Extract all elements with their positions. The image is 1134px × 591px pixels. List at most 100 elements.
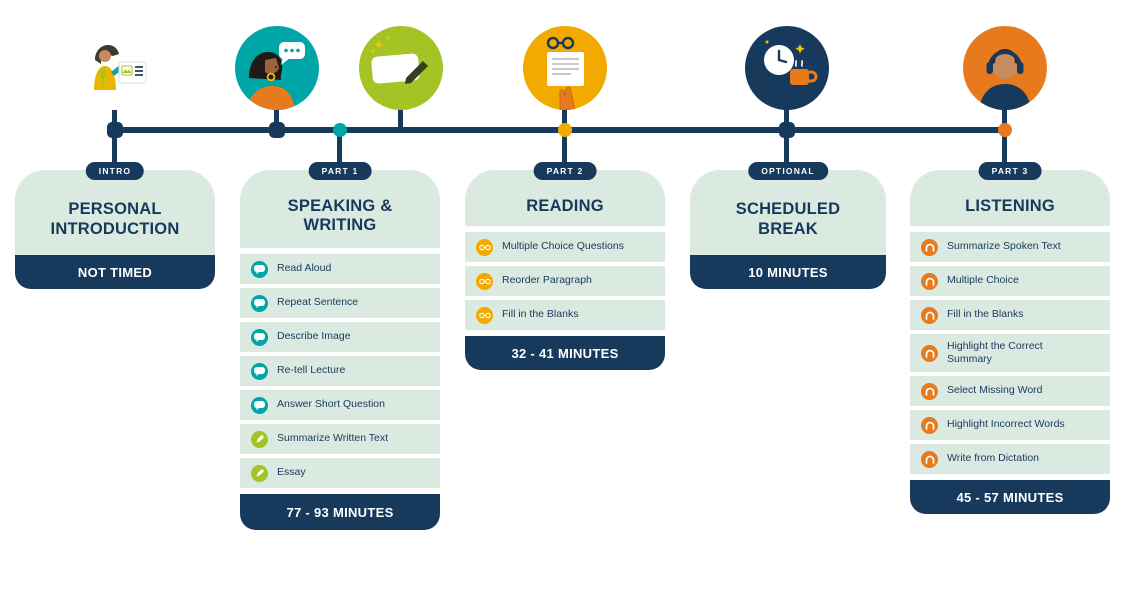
list-item: Read Aloud bbox=[240, 254, 440, 284]
list-item: Highlight Incorrect Words bbox=[910, 410, 1110, 440]
card-title: READING bbox=[526, 197, 604, 216]
card-title: LISTENING bbox=[965, 197, 1055, 216]
headphones-icon bbox=[921, 344, 938, 362]
list-item: Reorder Paragraph bbox=[465, 266, 665, 296]
list-item-label: Fill in the Blanks bbox=[502, 308, 579, 321]
headphones-icon bbox=[921, 272, 938, 290]
list-item: Multiple Choice Questions bbox=[465, 232, 665, 262]
list-item-label: Essay bbox=[277, 466, 306, 479]
duration-bar: NOT TIMED bbox=[15, 255, 215, 289]
timeline-node bbox=[779, 122, 795, 138]
reading-icon bbox=[523, 26, 607, 110]
part-badge: PART 1 bbox=[308, 162, 372, 180]
card-reading: PART 2 READING Multiple Choice Questions… bbox=[465, 162, 665, 370]
glasses-icon bbox=[476, 306, 493, 324]
list-item-label: Highlight Incorrect Words bbox=[947, 418, 1065, 431]
list-item: Describe Image bbox=[240, 322, 440, 352]
timeline-connector bbox=[112, 130, 117, 174]
writing-icon bbox=[359, 26, 443, 110]
list-item-label: Highlight the Correct Summary bbox=[947, 339, 1043, 365]
headphones-icon bbox=[921, 306, 938, 324]
timeline-stem bbox=[784, 103, 789, 131]
duration-bar: 77 - 93 MINUTES bbox=[240, 494, 440, 530]
speech-bubble-icon bbox=[251, 294, 268, 312]
speech-bubble-icon bbox=[251, 328, 268, 346]
part-badge: PART 3 bbox=[978, 162, 1042, 180]
headphones-icon bbox=[921, 382, 938, 400]
card-break: OPTIONAL SCHEDULED BREAK 10 MINUTES bbox=[690, 162, 886, 289]
list-item-label: Reorder Paragraph bbox=[502, 274, 592, 287]
timeline-stem bbox=[398, 103, 403, 131]
timeline-connector bbox=[784, 130, 789, 174]
pencil-icon bbox=[251, 464, 268, 482]
task-list: Multiple Choice Questions Reorder Paragr… bbox=[465, 232, 665, 330]
part-badge: INTRO bbox=[85, 162, 145, 180]
card-header: PERSONAL INTRODUCTION bbox=[15, 170, 215, 255]
list-item-label: Summarize Written Text bbox=[277, 432, 389, 445]
list-item: Summarize Written Text bbox=[240, 424, 440, 454]
list-item: Fill in the Blanks bbox=[465, 300, 665, 330]
card-header: LISTENING bbox=[910, 170, 1110, 226]
speaking-icon bbox=[235, 26, 319, 110]
list-item: Multiple Choice bbox=[910, 266, 1110, 296]
list-item-label: Describe Image bbox=[277, 330, 351, 343]
timeline-node bbox=[107, 122, 123, 138]
speech-bubble-icon bbox=[251, 396, 268, 414]
list-item: Summarize Spoken Text bbox=[910, 232, 1110, 262]
timeline-stem bbox=[274, 103, 279, 131]
duration-bar: 10 MINUTES bbox=[690, 255, 886, 289]
part-badge: PART 2 bbox=[533, 162, 597, 180]
list-item-label: Answer Short Question bbox=[277, 398, 385, 411]
timeline-dot-teal bbox=[333, 123, 347, 137]
list-item: Write from Dictation bbox=[910, 444, 1110, 474]
list-item-label: Re-tell Lecture bbox=[277, 364, 346, 377]
duration-bar: 32 - 41 MINUTES bbox=[465, 336, 665, 370]
list-item: Repeat Sentence bbox=[240, 288, 440, 318]
list-item-label: Summarize Spoken Text bbox=[947, 240, 1061, 253]
break-icon bbox=[745, 26, 829, 110]
list-item-label: Multiple Choice bbox=[947, 274, 1019, 287]
list-item: Select Missing Word bbox=[910, 376, 1110, 406]
timeline-stem bbox=[1002, 103, 1007, 131]
card-title: SCHEDULED BREAK bbox=[735, 200, 841, 238]
list-item-label: Fill in the Blanks bbox=[947, 308, 1024, 321]
timeline-node bbox=[269, 122, 285, 138]
list-item-label: Repeat Sentence bbox=[277, 296, 359, 309]
timeline-dot-yellow bbox=[558, 123, 572, 137]
headphones-icon bbox=[921, 416, 938, 434]
card-header: SCHEDULED BREAK bbox=[690, 170, 886, 255]
timeline-connector bbox=[562, 130, 567, 174]
timeline-connector bbox=[337, 130, 342, 174]
timeline-stem bbox=[562, 103, 567, 131]
list-item-label: Write from Dictation bbox=[947, 452, 1039, 465]
card-intro: INTRO PERSONAL INTRODUCTION NOT TIMED bbox=[15, 162, 215, 289]
card-header: SPEAKING & WRITING bbox=[240, 170, 440, 248]
list-item-label: Read Aloud bbox=[277, 262, 332, 275]
timeline-stem bbox=[112, 103, 117, 131]
list-item: Re-tell Lecture bbox=[240, 356, 440, 386]
headphones-icon bbox=[921, 238, 938, 256]
list-item-label: Multiple Choice Questions bbox=[502, 240, 624, 253]
task-list: Summarize Spoken Text Multiple Choice Fi… bbox=[910, 232, 1110, 474]
glasses-icon bbox=[476, 272, 493, 290]
timeline-dot-orange bbox=[998, 123, 1012, 137]
timeline-connector bbox=[1002, 130, 1007, 174]
card-title: PERSONAL INTRODUCTION bbox=[50, 200, 180, 238]
list-item-label: Select Missing Word bbox=[947, 384, 1043, 397]
glasses-icon bbox=[476, 238, 493, 256]
duration-bar: 45 - 57 MINUTES bbox=[910, 480, 1110, 514]
pencil-icon bbox=[251, 430, 268, 448]
speech-bubble-icon bbox=[251, 362, 268, 380]
card-speaking-writing: PART 1 SPEAKING & WRITING Read Aloud Rep… bbox=[240, 162, 440, 530]
list-item: Highlight the Correct Summary bbox=[910, 334, 1110, 372]
presenter-icon bbox=[73, 26, 157, 110]
task-list: Read Aloud Repeat Sentence Describe Imag… bbox=[240, 254, 440, 488]
list-item: Fill in the Blanks bbox=[910, 300, 1110, 330]
card-title: SPEAKING & WRITING bbox=[287, 196, 393, 234]
part-badge: OPTIONAL bbox=[748, 162, 828, 180]
list-item: Answer Short Question bbox=[240, 390, 440, 420]
card-listening: PART 3 LISTENING Summarize Spoken Text M… bbox=[910, 162, 1110, 514]
list-item: Essay bbox=[240, 458, 440, 488]
headphones-icon bbox=[921, 450, 938, 468]
